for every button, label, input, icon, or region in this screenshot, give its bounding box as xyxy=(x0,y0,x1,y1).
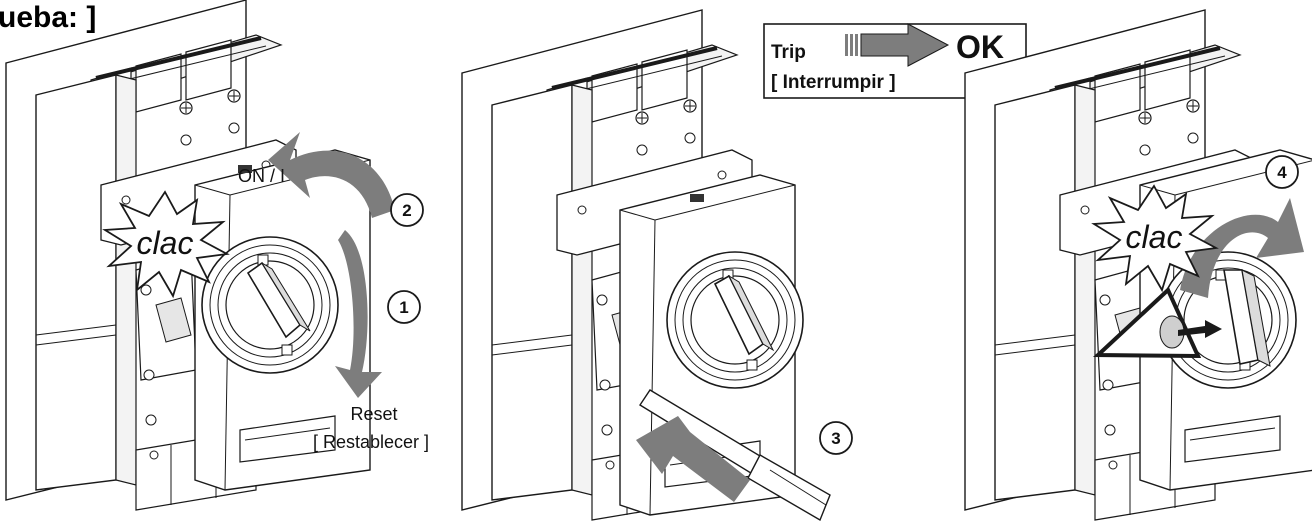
step-3-marker xyxy=(819,421,853,455)
rotary-dial-2 xyxy=(666,251,804,389)
step-2-marker xyxy=(390,193,424,227)
panel-trip-test: 3 Trip [ Interrumpir ] OK xyxy=(460,8,1027,522)
panel-reset: clac ON / I 2 1 Reset [ Restablecer ] xyxy=(4,0,429,512)
rotary-dial-1 xyxy=(201,236,339,374)
step-4-marker xyxy=(1265,155,1299,189)
screwdriver xyxy=(639,389,831,522)
step-2-number: 2 xyxy=(402,201,411,220)
step-3-number: 3 xyxy=(831,429,840,448)
push-arrow xyxy=(636,416,750,502)
indicator-window-1 xyxy=(238,165,252,173)
trip-label: Trip xyxy=(771,42,806,63)
rotate-arrow-2 xyxy=(268,132,395,218)
step-1-number: 1 xyxy=(399,298,408,317)
rotate-arrow-4 xyxy=(1180,198,1304,298)
clac-label-3: clac xyxy=(1126,219,1183,255)
trip-translation: [ Interrumpir ] xyxy=(771,72,896,93)
step-1-marker xyxy=(387,290,421,324)
clac-label-1: clac xyxy=(137,225,194,261)
reset-label: Reset xyxy=(350,404,397,424)
indicator-window-2 xyxy=(690,194,704,202)
trip-arrow xyxy=(860,23,950,67)
panel-result: clac 4 xyxy=(963,8,1312,522)
reset-translation: [ Restablecer ] xyxy=(313,432,429,452)
on-label: ON / I xyxy=(238,166,285,186)
indicator-arrow xyxy=(1178,320,1222,338)
title-fragment: ueba: ] xyxy=(0,1,96,34)
rotary-dial-3 xyxy=(1159,251,1297,389)
step-4-number: 4 xyxy=(1277,163,1287,182)
ok-label: OK xyxy=(956,29,1004,65)
rotate-arrow-1 xyxy=(335,230,382,398)
